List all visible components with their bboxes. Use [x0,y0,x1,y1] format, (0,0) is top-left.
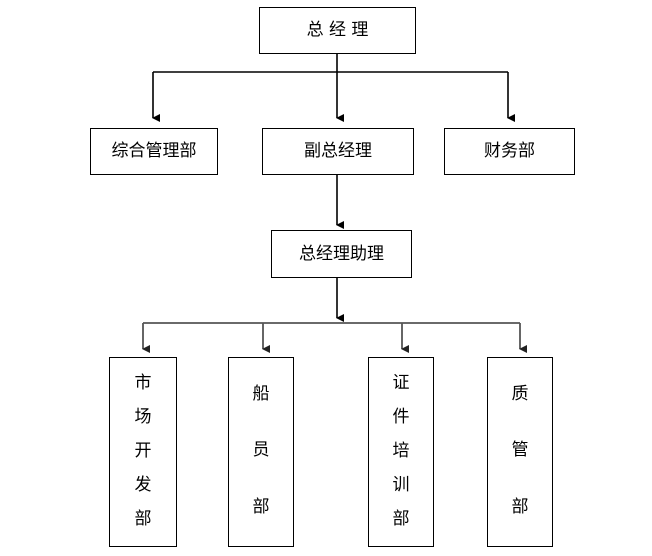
node-market-dev-dept[interactable]: 市场开发部 [109,357,177,547]
node-label-char: 部 [511,497,529,518]
node-label-char: 管 [511,440,529,461]
node-quality-mgmt-dept[interactable]: 质管部 [487,357,553,547]
node-label-char: 培 [392,440,410,461]
node-finance-dept-label: 财务部 [484,141,535,161]
node-label-char: 件 [392,406,410,427]
edge-gm-to-bus [153,53,508,73]
node-label-char: 质 [511,383,529,404]
node-cert-training-dept[interactable]: 证件培训部 [368,357,434,547]
node-admin-dept-label: 综合管理部 [111,141,197,161]
node-crew-dept[interactable]: 船员部 [228,357,294,547]
node-deputy-general-manager-label: 副总经理 [304,141,372,161]
node-label-char: 部 [134,508,152,529]
node-label-char: 员 [252,440,270,461]
node-admin-dept[interactable]: 综合管理部 [90,128,218,175]
node-deputy-general-manager[interactable]: 副总经理 [262,128,414,175]
node-label-char: 开 [134,440,152,461]
node-label-char: 市 [134,372,152,393]
node-label-char: 发 [134,474,152,495]
node-label-char: 船 [252,383,270,404]
node-gm-assistant-label: 总经理助理 [299,243,384,264]
edge-assistant-to-lower-bus [143,278,520,324]
node-label-char: 场 [134,406,152,427]
node-general-manager[interactable]: 总 经 理 [259,7,416,54]
node-label-char: 训 [392,474,410,495]
node-general-manager-label: 总 经 理 [306,20,369,40]
node-finance-dept[interactable]: 财务部 [444,128,575,175]
node-label-char: 部 [392,508,410,529]
node-label-char: 证 [392,372,410,393]
node-label-char: 部 [252,497,270,518]
node-gm-assistant[interactable]: 总经理助理 [271,230,412,278]
